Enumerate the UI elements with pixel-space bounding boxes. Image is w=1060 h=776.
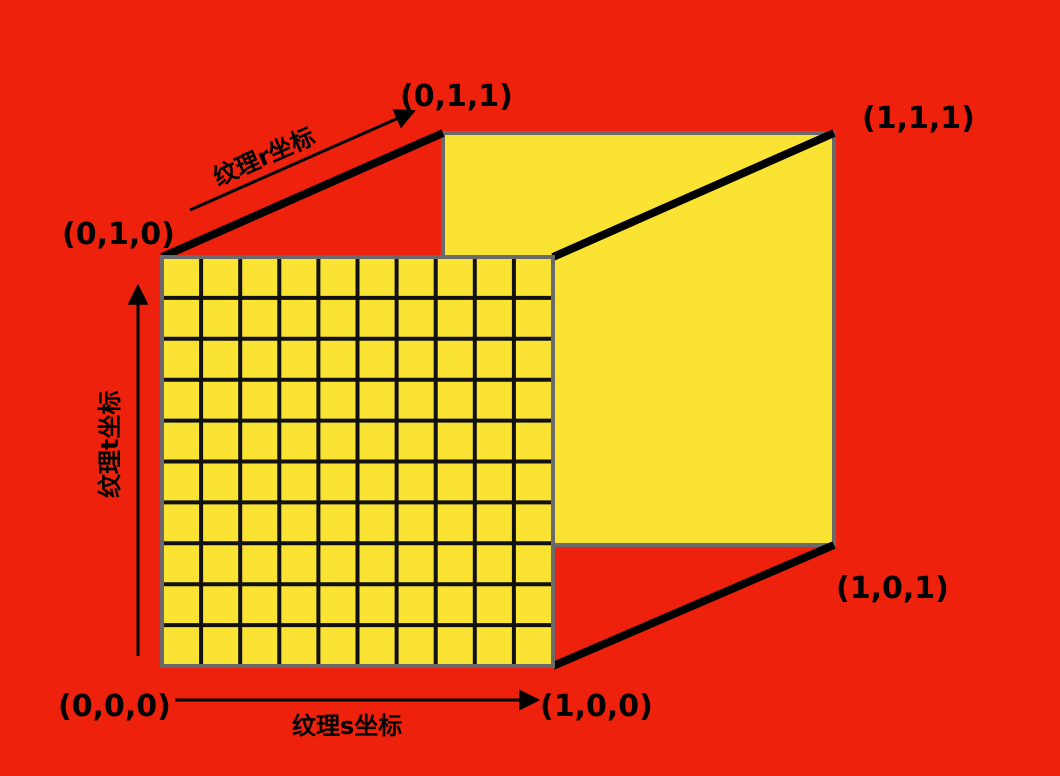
edge-top-left <box>160 129 445 261</box>
r-axis-arrow <box>189 109 416 212</box>
s-axis-label: 纹理s坐标 <box>292 712 402 740</box>
corner-label-origin: (0,0,0) <box>58 689 171 724</box>
t-axis-label: 纹理t坐标 <box>96 391 124 498</box>
corner-label-far-bottom: (1,0,1) <box>836 571 949 606</box>
corner-label-r-end: (0,1,1) <box>400 79 513 114</box>
corner-label-far-top: (1,1,1) <box>862 101 975 136</box>
front-face-border <box>160 255 555 668</box>
corner-label-s-end: (1,0,0) <box>540 689 653 724</box>
r-axis-label: 纹理r坐标 <box>209 122 319 191</box>
corner-label-t-end: (0,1,0) <box>62 217 175 252</box>
edge-top-right <box>551 129 836 261</box>
edge-bottom-right <box>551 541 836 670</box>
front-face-grid <box>162 257 553 666</box>
